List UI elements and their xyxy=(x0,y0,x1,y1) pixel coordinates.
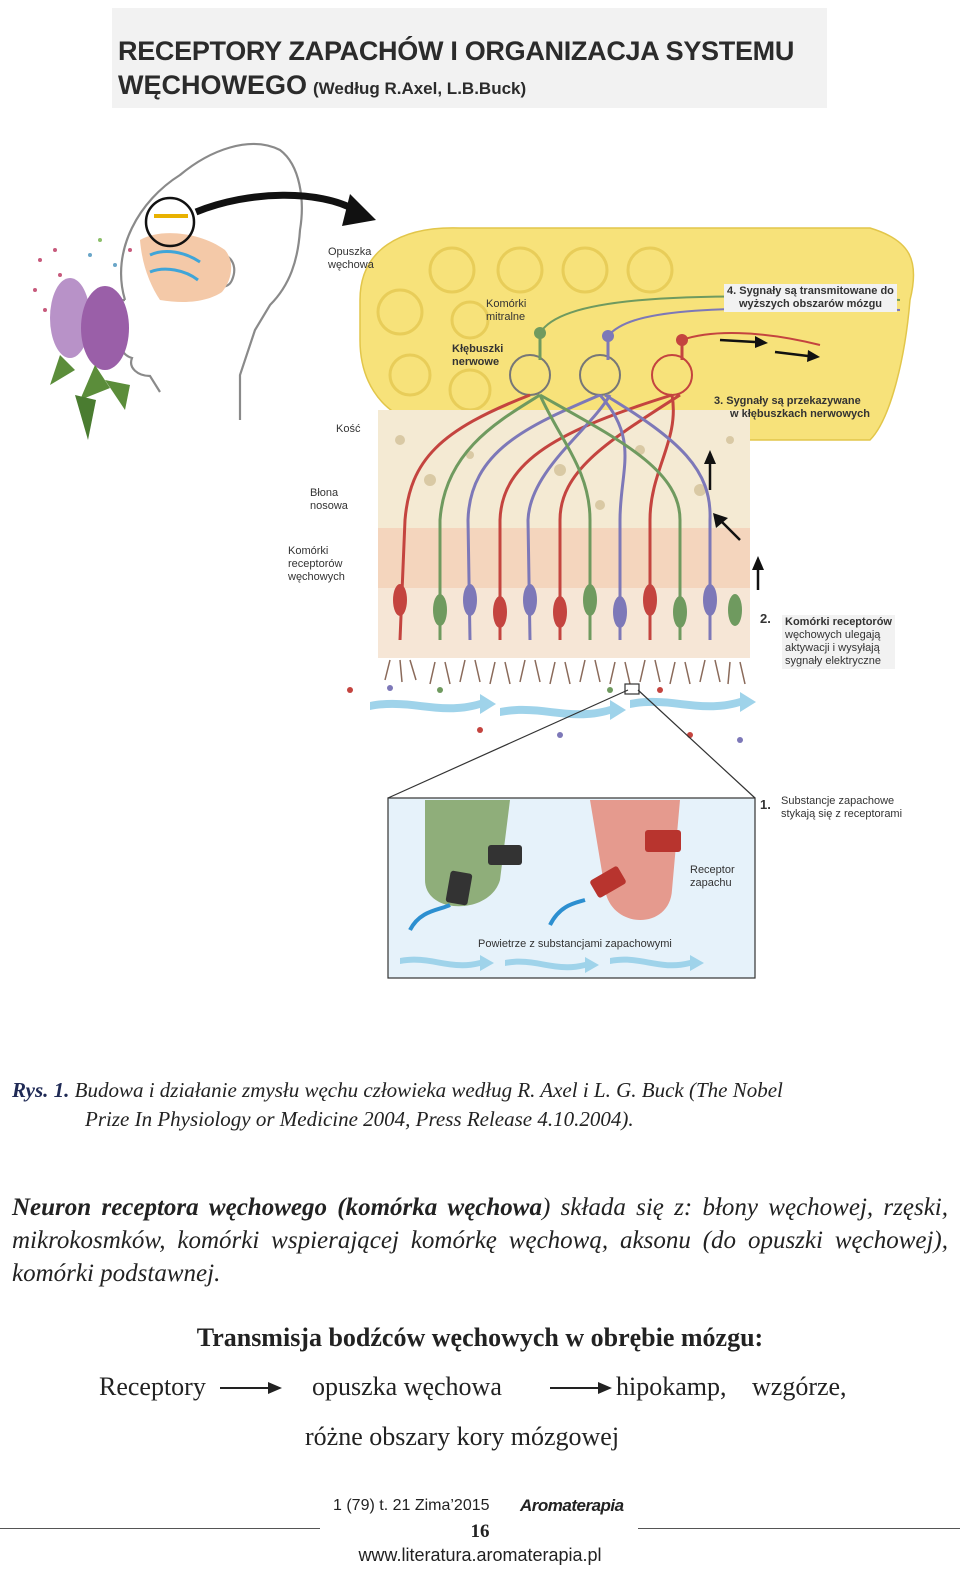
receptor-neurons xyxy=(398,393,712,641)
label-line: Substancje zapachowe xyxy=(781,795,895,807)
label-line: węchowych xyxy=(288,571,345,583)
scent-particles xyxy=(33,238,132,312)
caption-label: Rys. 1. xyxy=(12,1078,70,1102)
flow-kora: różne obszary kory mózgowej xyxy=(305,1422,620,1451)
figure-caption: Rys. 1. Budowa i działanie zmysłu węchu … xyxy=(12,1076,948,1134)
label-line: Receptor xyxy=(690,864,735,876)
footer-url[interactable]: www.literatura.aromaterapia.pl xyxy=(358,1545,602,1565)
label-line: 3. Sygnały są przekazywane xyxy=(714,395,861,407)
air-flow-arrows xyxy=(370,692,756,720)
label-line: sygnały elektryczne xyxy=(785,655,881,667)
footer-rule-left xyxy=(0,1528,320,1529)
label-line: aktywacji i wysyłają xyxy=(785,642,880,654)
figure-title-credit: (Według R.Axel, L.B.Buck) xyxy=(313,79,527,98)
label-line: wyższych obszarów mózgu xyxy=(739,298,883,310)
label-step1-num: 1. xyxy=(760,797,771,812)
label-step2-num: 2. xyxy=(760,611,771,626)
label-line: w kłębuszkach nerwowych xyxy=(730,408,870,420)
label-line: Opuszka xyxy=(328,246,372,258)
flow-receptory: Receptory xyxy=(99,1372,206,1401)
green-receptor-cell xyxy=(425,800,510,907)
footer-rule-right xyxy=(638,1528,960,1529)
upward-arrows xyxy=(704,450,764,590)
zoom-lines xyxy=(387,689,756,799)
signal-arrows xyxy=(719,336,820,362)
label-line: 4. Sygnały są transmitowane do xyxy=(727,285,894,297)
label-line: węchowa xyxy=(328,259,374,271)
figure-title-word: WĘCHOWEGO xyxy=(118,70,307,100)
body-paragraph: Neuron receptora węchowego (komórka węch… xyxy=(12,1191,948,1290)
lilac-flowers xyxy=(50,278,130,440)
cilia xyxy=(384,659,746,685)
olfactory-system-illustration xyxy=(33,142,915,979)
nasal-membrane xyxy=(378,528,750,588)
neuron-bodies xyxy=(393,584,742,628)
label-line: stykają się z receptorami xyxy=(781,808,903,820)
paragraph-rest: ) składa się z: błony węchowej, rzęski, … xyxy=(12,1194,948,1287)
label-line: Komórki xyxy=(486,298,527,310)
figure-title-line2: WĘCHOWEGO (Według R.Axel, L.B.Buck) xyxy=(118,70,526,101)
zoom-circle xyxy=(144,196,196,248)
label-line: nosowa xyxy=(310,500,348,512)
receptor-proteins xyxy=(445,830,681,906)
label-line: receptorów xyxy=(288,558,343,570)
label-line: nerwowe xyxy=(452,356,500,368)
nasal-cavity xyxy=(140,233,232,303)
flow-wzgorze: wzgórze, xyxy=(752,1372,847,1401)
zoom-arrow xyxy=(194,191,357,216)
caption-line1: Budowa i działanie zmysłu węchu człowiek… xyxy=(74,1078,783,1102)
label-line: Komórki receptorów xyxy=(785,616,892,628)
label-kosc: Kość xyxy=(336,423,361,435)
title-background xyxy=(112,8,827,108)
paragraph-bold: Neuron receptora węchowego (komórka węch… xyxy=(12,1194,542,1221)
label-line: mitralne xyxy=(486,311,526,323)
flow-hipokamp: hipokamp, xyxy=(616,1372,727,1401)
label-line: węchowych ulegają xyxy=(785,629,881,641)
section-heading: Transmisja bodźców węchowych w obrębie m… xyxy=(196,1323,764,1352)
figure-title-line1: RECEPTORY ZAPACHÓW I ORGANIZACJA SYSTEMU xyxy=(118,36,795,66)
flow-opuszka: opuszka węchowa xyxy=(312,1372,502,1401)
page-number: 16 xyxy=(470,1521,490,1542)
label-line: Komórki xyxy=(288,545,329,557)
footer-brand-logo: Aromaterapia xyxy=(520,1496,624,1515)
caption-line2: Prize In Physiology or Medicine 2004, Pr… xyxy=(85,1107,634,1131)
label-line: zapachu xyxy=(690,877,732,889)
footer-issue: 1 (79) t. 21 Zima’2015 xyxy=(333,1497,490,1514)
label-line: Kłębuszki xyxy=(452,343,504,355)
label-line: Błona xyxy=(310,487,339,499)
arrow-icon xyxy=(550,1382,612,1394)
label-powietrze: Powietrze z substancjami zapachowymi xyxy=(478,938,672,950)
arrow-icon xyxy=(220,1382,282,1394)
glomeruli-outline xyxy=(376,246,674,412)
